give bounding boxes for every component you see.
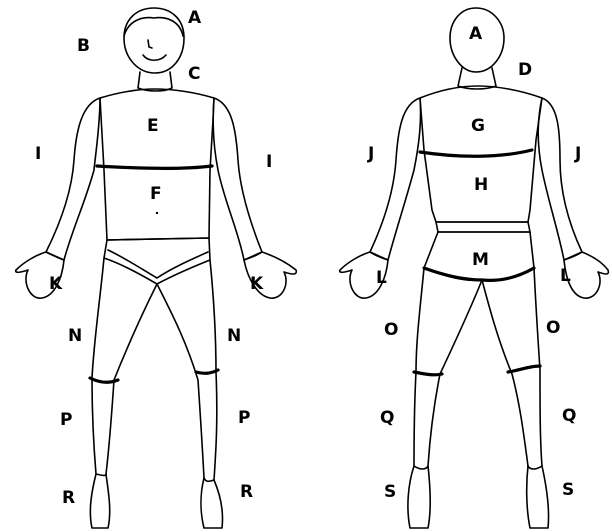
front-torso xyxy=(100,89,214,240)
back-arm-left xyxy=(370,98,421,260)
label-front-k-right: K xyxy=(250,276,263,293)
label-front-i-right: I xyxy=(266,154,272,171)
label-back-q-left: Q xyxy=(380,410,394,427)
label-back-o-right: O xyxy=(546,320,560,337)
front-arm-right xyxy=(213,98,262,260)
label-back-s-right: S xyxy=(562,482,574,499)
back-arm-right xyxy=(538,98,582,260)
front-leg-left xyxy=(92,258,157,476)
back-leg-right xyxy=(482,268,542,469)
label-front-e: E xyxy=(147,118,159,135)
label-front-i-left: I xyxy=(35,146,41,163)
front-arm-left xyxy=(46,98,100,260)
back-knee-seam-right xyxy=(508,366,540,372)
label-back-h: H xyxy=(474,177,488,194)
label-front-p-right: P xyxy=(238,410,250,427)
back-foot-left xyxy=(408,466,430,528)
label-back-g: G xyxy=(471,118,485,135)
front-foot-left xyxy=(90,474,109,528)
back-foot-right xyxy=(527,466,549,528)
front-leg-right xyxy=(157,260,217,481)
label-back-a: A xyxy=(469,26,482,43)
label-front-n-left: N xyxy=(68,328,82,345)
label-front-f: F xyxy=(150,186,162,203)
label-back-s-left: S xyxy=(384,484,396,501)
label-front-r-left: R xyxy=(62,490,75,507)
label-back-l-right: L xyxy=(560,268,571,285)
label-front-c: C xyxy=(188,66,200,83)
front-briefs-line xyxy=(108,250,208,278)
back-knee-seam-left xyxy=(414,372,442,375)
front-navel xyxy=(156,212,158,214)
label-front-b: B xyxy=(77,38,90,55)
front-eye xyxy=(148,40,152,48)
front-figure xyxy=(16,8,297,528)
front-smile xyxy=(143,55,166,60)
label-front-a: A xyxy=(188,10,201,27)
label-back-q-right: Q xyxy=(562,408,576,425)
label-back-l-left: L xyxy=(376,270,387,287)
front-foot-right xyxy=(201,478,223,528)
label-back-m: M xyxy=(472,252,489,269)
back-leg-left xyxy=(414,268,482,469)
front-knee-seam-right xyxy=(196,370,218,373)
label-back-o-left: O xyxy=(384,322,398,339)
front-chest-seam xyxy=(97,166,212,168)
back-shoulder-seam xyxy=(420,150,532,156)
label-back-d: D xyxy=(518,62,532,79)
label-front-n-right: N xyxy=(227,328,241,345)
label-back-j-right: J xyxy=(575,146,581,163)
label-back-j-left: J xyxy=(368,146,374,163)
front-neck xyxy=(138,72,172,91)
back-waist xyxy=(436,222,530,232)
label-front-k-left: K xyxy=(49,276,62,293)
front-hair xyxy=(124,18,183,36)
label-front-p-left: P xyxy=(60,412,72,429)
label-front-r-right: R xyxy=(240,484,253,501)
